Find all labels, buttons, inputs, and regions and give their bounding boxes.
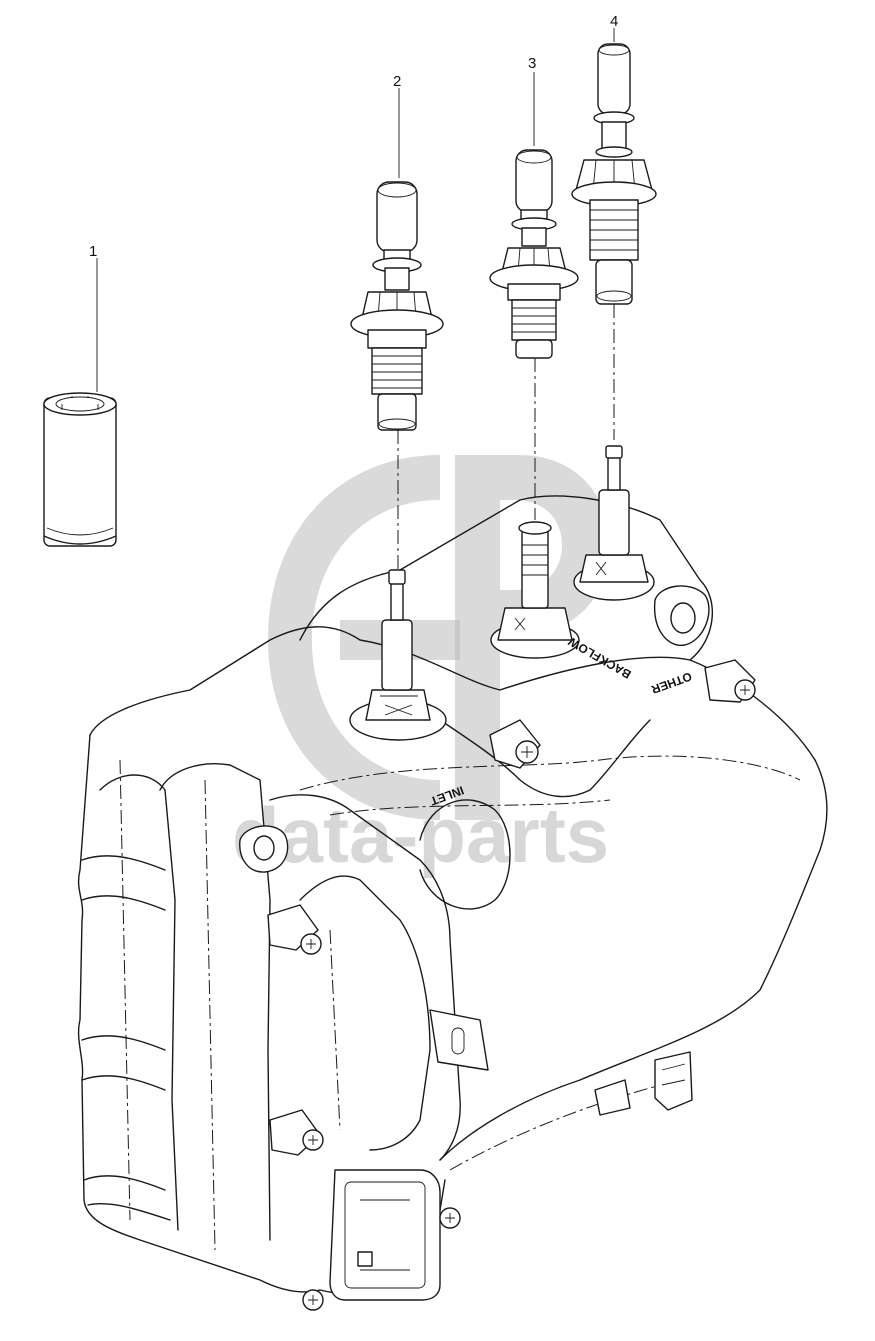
- callout-4: 4: [610, 13, 618, 42]
- screw-left-lower: [302, 1289, 324, 1311]
- part-3-sensor: [489, 149, 579, 359]
- screw-top-right: [704, 659, 756, 703]
- callout-label-2: 2: [393, 73, 401, 90]
- callout-2: 2: [393, 73, 401, 178]
- port-backflow: [490, 521, 580, 659]
- tank-housing: [77, 495, 828, 1301]
- part-2-sensor: [350, 181, 444, 431]
- screw-left-upper: [267, 904, 322, 955]
- part-1-filter-sleeve: [43, 392, 117, 547]
- watermark-text: data-parts: [232, 791, 609, 879]
- callout-label-3: 3: [528, 55, 536, 72]
- callout-3: 3: [528, 55, 536, 146]
- callout-1: 1: [89, 243, 98, 392]
- screw-top-center: [489, 719, 541, 769]
- fasteners: [267, 659, 756, 1311]
- port-other: [573, 445, 655, 601]
- callout-label-1: 1: [89, 243, 97, 260]
- callout-label-4: 4: [610, 13, 618, 30]
- marking-other: OTHER: [649, 669, 694, 697]
- marking-backflow: BACKFLOW: [565, 634, 633, 681]
- port-inlet: [349, 569, 447, 741]
- part-4-sensor: [571, 43, 657, 305]
- screw-center-bottom: [439, 1207, 461, 1229]
- screw-left-middle: [269, 1109, 324, 1156]
